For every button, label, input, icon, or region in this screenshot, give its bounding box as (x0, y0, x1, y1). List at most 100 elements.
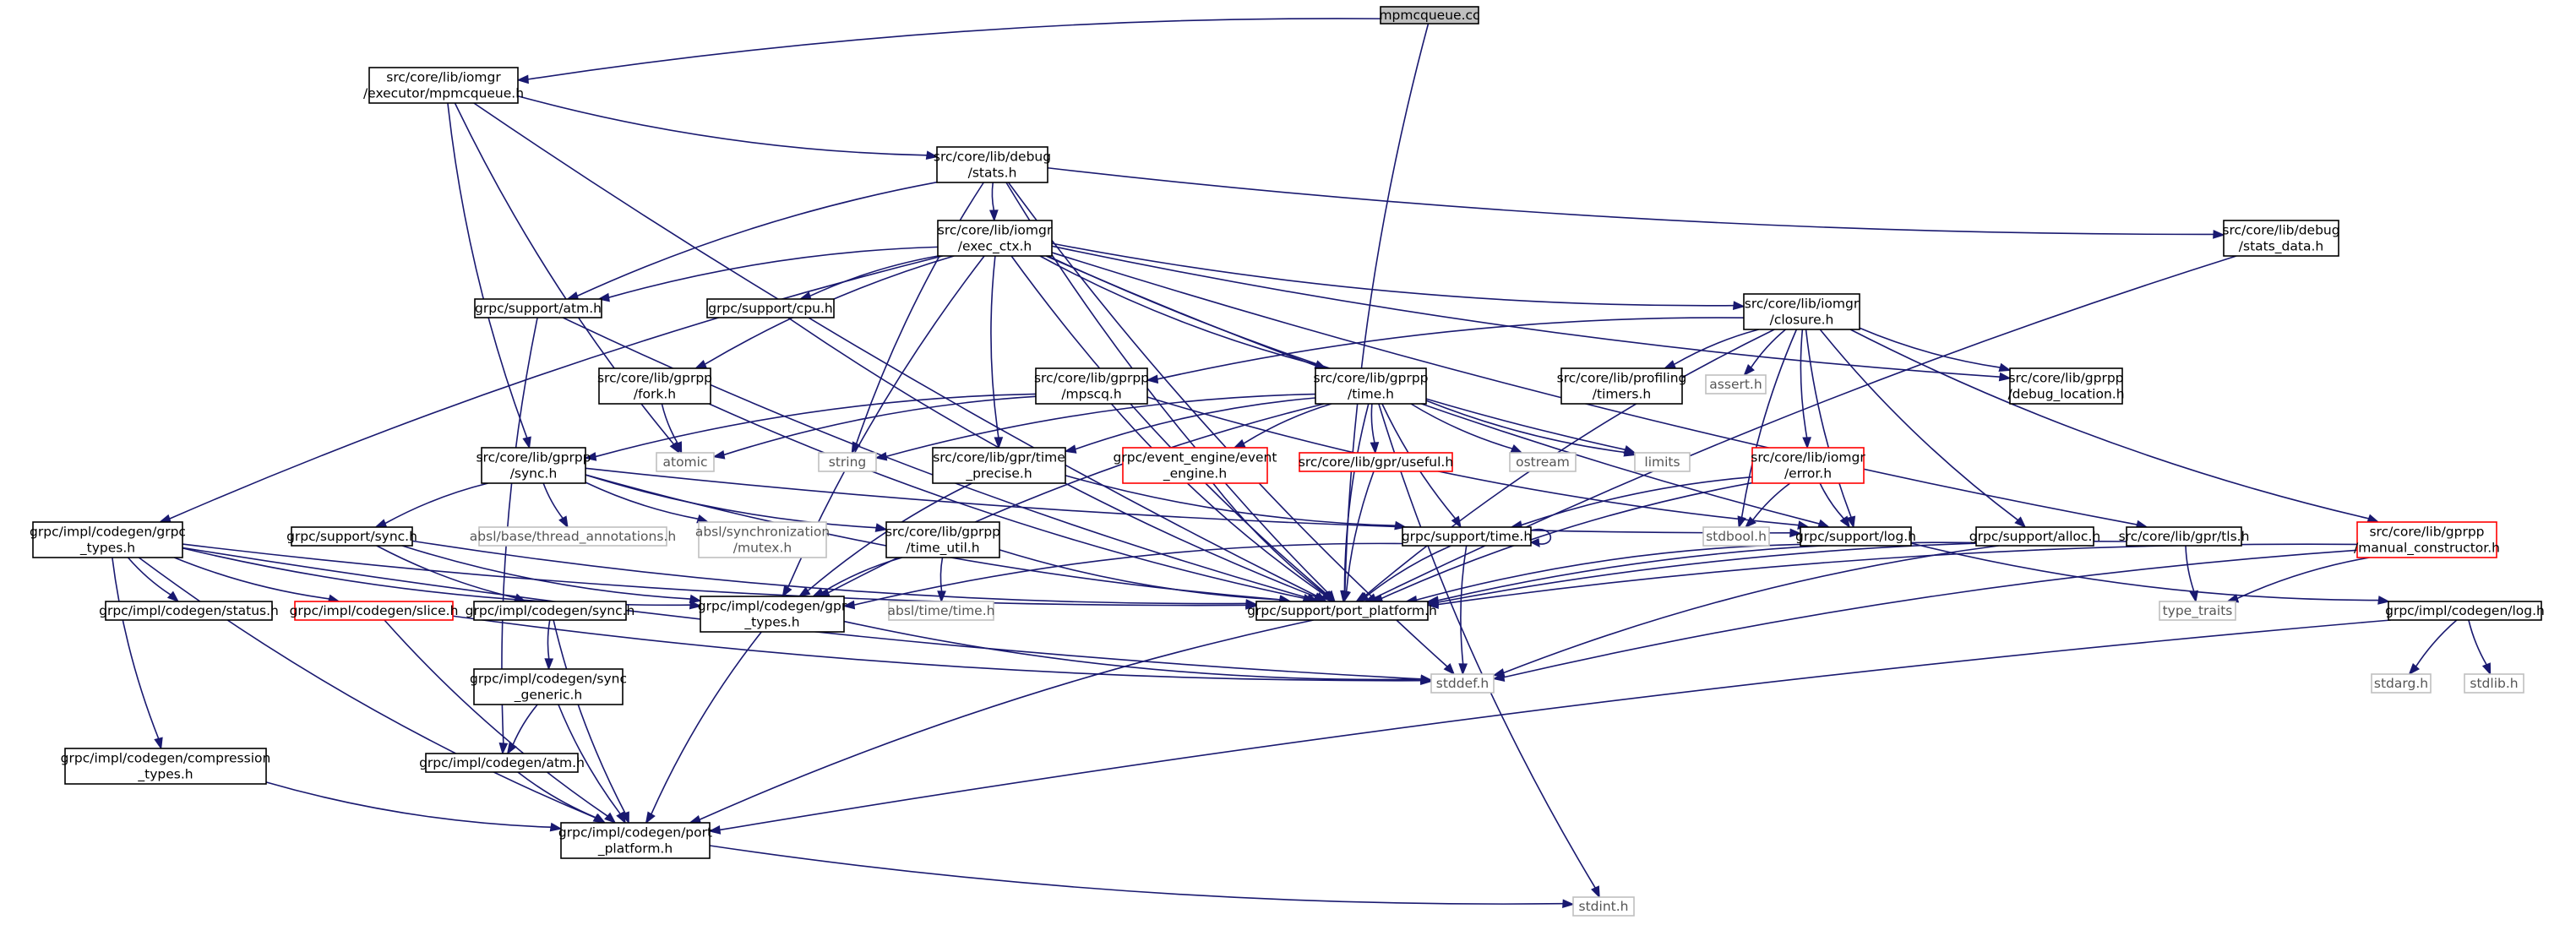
node-box (1380, 6, 1479, 24)
node-label: _engine.h (1163, 466, 1227, 482)
edge-syncgeneric-to-codegenatm (506, 704, 538, 755)
node-cpu[interactable]: grpc/support/cpu.h (706, 298, 835, 318)
node-statsdata[interactable]: src/core/lib/debug/stats_data.h (2222, 220, 2340, 257)
edge-codegenlog-to-stdarg (2408, 619, 2458, 676)
edge-execctx-to-timeprecise (990, 255, 1004, 449)
node-codegenlog[interactable]: grpc/impl/codegen/log.h (2385, 601, 2545, 621)
node-execctx[interactable]: src/core/lib/iomgr/exec_ctx.h (937, 220, 1053, 257)
edge-manual-to-portplat (1426, 543, 2358, 609)
node-label: grpc/impl/codegen/sync (470, 672, 627, 687)
node-useful[interactable]: src/core/lib/gpr/useful.h (1299, 452, 1453, 472)
node-syncgeneric[interactable]: grpc/impl/codegen/sync_generic.h (470, 668, 627, 705)
node-label: src/core/lib/iomgr (1745, 297, 1860, 312)
edge-suptime-to-gprtypes (842, 542, 1403, 610)
node-time[interactable]: src/core/lib/gprpp/time.h (1313, 367, 1429, 405)
node-box (698, 521, 827, 558)
node-compression[interactable]: grpc/impl/codegen/compression_types.h (61, 748, 271, 785)
node-stdarg: stdarg.h (2371, 673, 2432, 694)
node-box (1572, 896, 1635, 917)
node-label: grpc/event_engine/event (1114, 450, 1277, 466)
node-box (706, 298, 835, 318)
node-closure[interactable]: src/core/lib/iomgr/closure.h (1743, 293, 1860, 330)
node-label: _precise.h (965, 466, 1032, 482)
node-absl_mutex: absl/synchronization/mutex.h (695, 521, 830, 558)
node-gprtypes[interactable]: grpc/impl/codegen/gpr_types.h (698, 596, 847, 633)
node-label: assert.h (1709, 377, 1762, 392)
edge-time-to-stdint (1378, 403, 1600, 899)
node-timers[interactable]: src/core/lib/profiling/timers.h (1557, 367, 1687, 405)
edge-execctx-to-cpu (798, 255, 939, 301)
node-label: grpc/support/log.h (1795, 529, 1916, 544)
edge-closure-to-suplog (1805, 329, 1856, 529)
edge-codegensync-to-syncgeneric (544, 619, 554, 671)
node-label: src/core/lib/gprpp (1034, 371, 1149, 386)
node-portplat[interactable]: grpc/support/port_platform.h (1247, 601, 1437, 621)
edge-timeutil-to-abseltime (937, 557, 946, 603)
edge-closure-to-alloc (1819, 329, 2027, 529)
node-debugloc[interactable]: src/core/lib/gprpp/debug_location.h (2007, 367, 2125, 405)
edge-time-to-timeprecise (1064, 397, 1316, 454)
edge-time-to-useful (1370, 403, 1380, 454)
node-sync[interactable]: src/core/lib/gprpp/sync.h (476, 447, 591, 484)
edge-manual-to-stddef (1492, 549, 2358, 682)
edge-stats-to-statsdata (1047, 166, 2225, 239)
node-status[interactable]: grpc/impl/codegen/status.h (99, 601, 279, 621)
node-codegenatm[interactable]: grpc/impl/codegen/atm.h (419, 753, 585, 773)
node-box (1705, 374, 1767, 394)
node-suptime[interactable]: grpc/support/time.h (1402, 526, 1532, 547)
node-label: /closure.h (1770, 313, 1834, 328)
node-label: stdarg.h (2374, 676, 2428, 691)
edge-eventengine-to-portplat (1212, 482, 1334, 603)
node-atm[interactable]: grpc/support/atm.h (474, 298, 602, 318)
node-label: grpc/impl/codegen/grpc (30, 525, 186, 540)
edge-timeutil-to-portplat (999, 549, 1292, 605)
node-box (1035, 367, 1148, 405)
node-label: src/core/lib/debug (2222, 223, 2339, 238)
node-box (2126, 526, 2242, 547)
node-box (1702, 526, 1770, 547)
node-label: grpc/impl/codegen/compression (61, 751, 271, 766)
edge-time-to-gprtypes (817, 403, 1325, 597)
node-fork[interactable]: src/core/lib/gprpp/fork.h (597, 367, 712, 405)
node-codegensync[interactable]: grpc/impl/codegen/sync.h (466, 601, 635, 621)
node-label: grpc/impl/codegen/port (558, 825, 712, 841)
node-label: src/core/lib/gpr/time (933, 450, 1065, 465)
node-label: /manual_constructor.h (2354, 541, 2500, 557)
edge-tls-to-typetraits (2185, 545, 2199, 603)
node-slice[interactable]: grpc/impl/codegen/slice.h (290, 601, 459, 621)
node-label: grpc/support/port_platform.h (1247, 603, 1437, 619)
node-mpmcq[interactable]: src/core/lib/iomgr/executor/mpmcqueue.h (363, 67, 524, 104)
edge-error-to-suptime (1510, 476, 1753, 530)
node-label: stdlib.h (2470, 676, 2518, 691)
edge-codegenatm-to-codegenport (517, 771, 607, 824)
node-label: grpc/impl/codegen/sync.h (466, 603, 635, 618)
edge-alloc-to-stddef (1492, 545, 1999, 677)
node-tls[interactable]: src/core/lib/gpr/tls.h (2119, 526, 2250, 547)
edge-sync-to-absl_ta (542, 482, 569, 529)
edge-grpctypes-to-portplat (182, 543, 1258, 610)
node-grpctypes[interactable]: grpc/impl/codegen/grpc_types.h (30, 521, 186, 558)
node-box (1560, 367, 1683, 405)
node-label: absl/base/thread_annotations.h (470, 529, 676, 545)
node-error[interactable]: src/core/lib/iomgr/error.h (1751, 447, 1865, 484)
node-label: src/core/lib/gprpp (1313, 371, 1428, 386)
node-eventengine[interactable]: grpc/event_engine/event_engine.h (1114, 447, 1277, 484)
node-supsync[interactable]: grpc/support/sync.h (286, 526, 417, 547)
node-alloc[interactable]: grpc/support/alloc.h (1969, 526, 2100, 547)
node-timeprecise[interactable]: src/core/lib/gpr/time_precise.h (932, 447, 1066, 484)
edge-error-to-stdbool (1744, 482, 1791, 529)
node-box (885, 521, 1000, 558)
edge-codegenport-to-stdint (709, 845, 1575, 909)
node-label: /debug_location.h (2007, 387, 2124, 403)
node-label: grpc/support/atm.h (475, 301, 602, 316)
node-suplog[interactable]: grpc/support/log.h (1795, 526, 1916, 547)
node-timeutil[interactable]: src/core/lib/gprpp/time_util.h (885, 521, 1000, 558)
node-box (937, 220, 1053, 257)
node-box (1751, 447, 1865, 484)
node-manual[interactable]: src/core/lib/gprpp/manual_constructor.h (2354, 521, 2500, 558)
node-codegenport[interactable]: grpc/impl/codegen/port_platform.h (558, 822, 712, 859)
node-stats[interactable]: src/core/lib/debug/stats.h (934, 146, 1051, 183)
node-mpscq[interactable]: src/core/lib/gprpp/mpscq.h (1034, 367, 1149, 405)
node-label: mpmcqueue.cc (1379, 8, 1479, 23)
